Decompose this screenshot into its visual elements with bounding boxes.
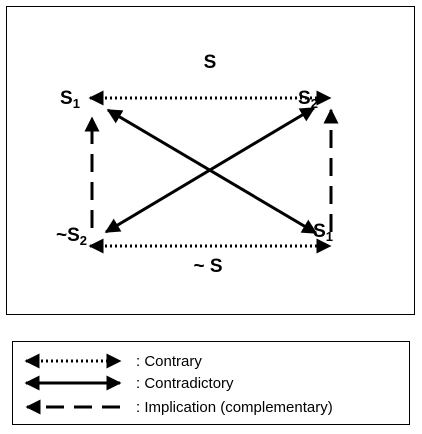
diagram-frame [6, 6, 415, 315]
top-label: S [204, 52, 217, 73]
corner-top-left-label: S1 [60, 88, 80, 111]
contradictory-diagonal-1 [106, 108, 318, 235]
legend-implication-label: : Implication (complementary) [136, 399, 333, 416]
legend-contradictory-label: : Contradictory [136, 375, 234, 392]
contradictory-diagonal-2 [104, 106, 316, 234]
legend-contrary-label: : Contrary [136, 353, 202, 370]
corner-bottom-left-label: ~S2 [56, 225, 87, 248]
corner-bottom-right-label: ~S1 [302, 221, 333, 244]
bottom-label: ~ S [193, 256, 222, 277]
legend-box [12, 341, 410, 425]
